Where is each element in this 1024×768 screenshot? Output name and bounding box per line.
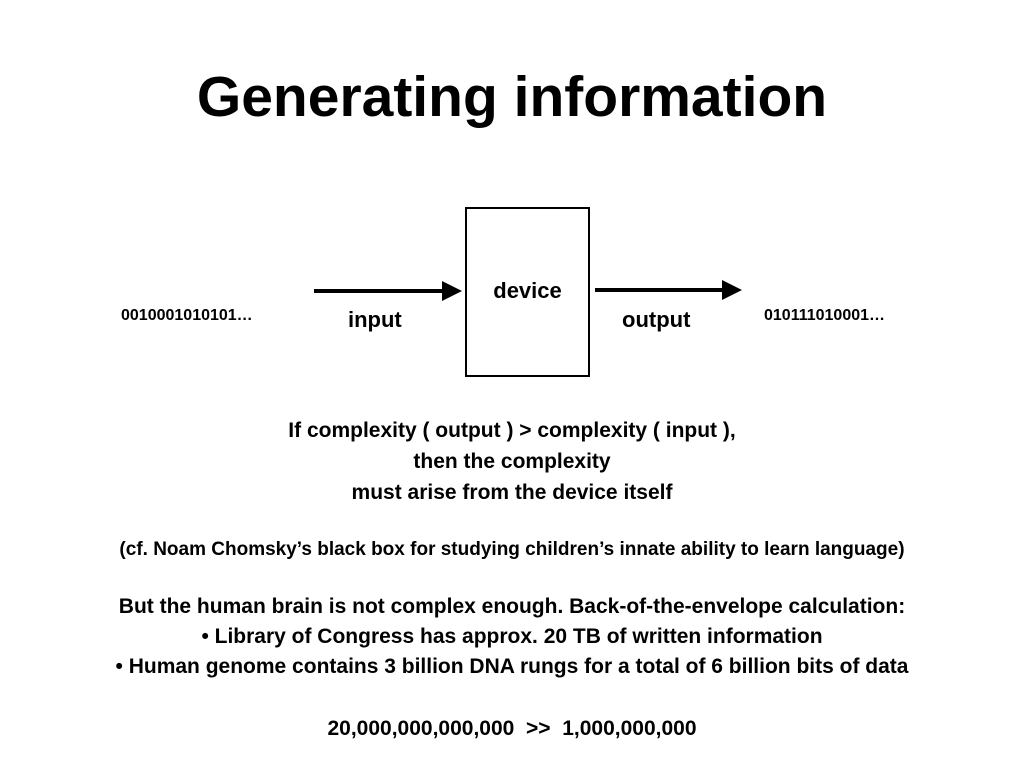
device-label: device <box>493 278 562 303</box>
device-box <box>465 207 590 377</box>
slide-title: Generating information <box>196 65 828 129</box>
premise-line-1: If complexity ( output ) > complexity ( … <box>288 419 736 442</box>
output-arrow <box>595 280 742 300</box>
complexity-premise: If complexity ( output ) > complexity ( … <box>0 415 1024 508</box>
chomsky-note: (cf. Noam Chomsky’s black box for studyi… <box>119 539 905 560</box>
input-bitstring: 0010001010101… <box>121 307 253 324</box>
output-label: output <box>622 307 691 332</box>
arrows <box>314 280 742 301</box>
argument-bullet-genome: • Human genome contains 3 billion DNA ru… <box>115 655 909 678</box>
argument-bullet-library: • Library of Congress has approx. 20 TB … <box>201 625 823 648</box>
output-bitstring: 010111010001… <box>764 307 886 324</box>
premise-line-3: must arise from the device itself <box>351 481 673 504</box>
device-diagram: device input output 0010001010101… 01011… <box>121 207 886 377</box>
magnitude-comparison: 20,000,000,000,000 >> 1,000,000,000 <box>327 717 697 740</box>
argument-line-1: But the human brain is not complex enoug… <box>118 595 906 618</box>
input-label: input <box>348 307 402 332</box>
brain-argument: But the human brain is not complex enoug… <box>0 592 1024 682</box>
input-arrow <box>314 281 462 301</box>
premise-line-2: then the complexity <box>413 450 611 473</box>
